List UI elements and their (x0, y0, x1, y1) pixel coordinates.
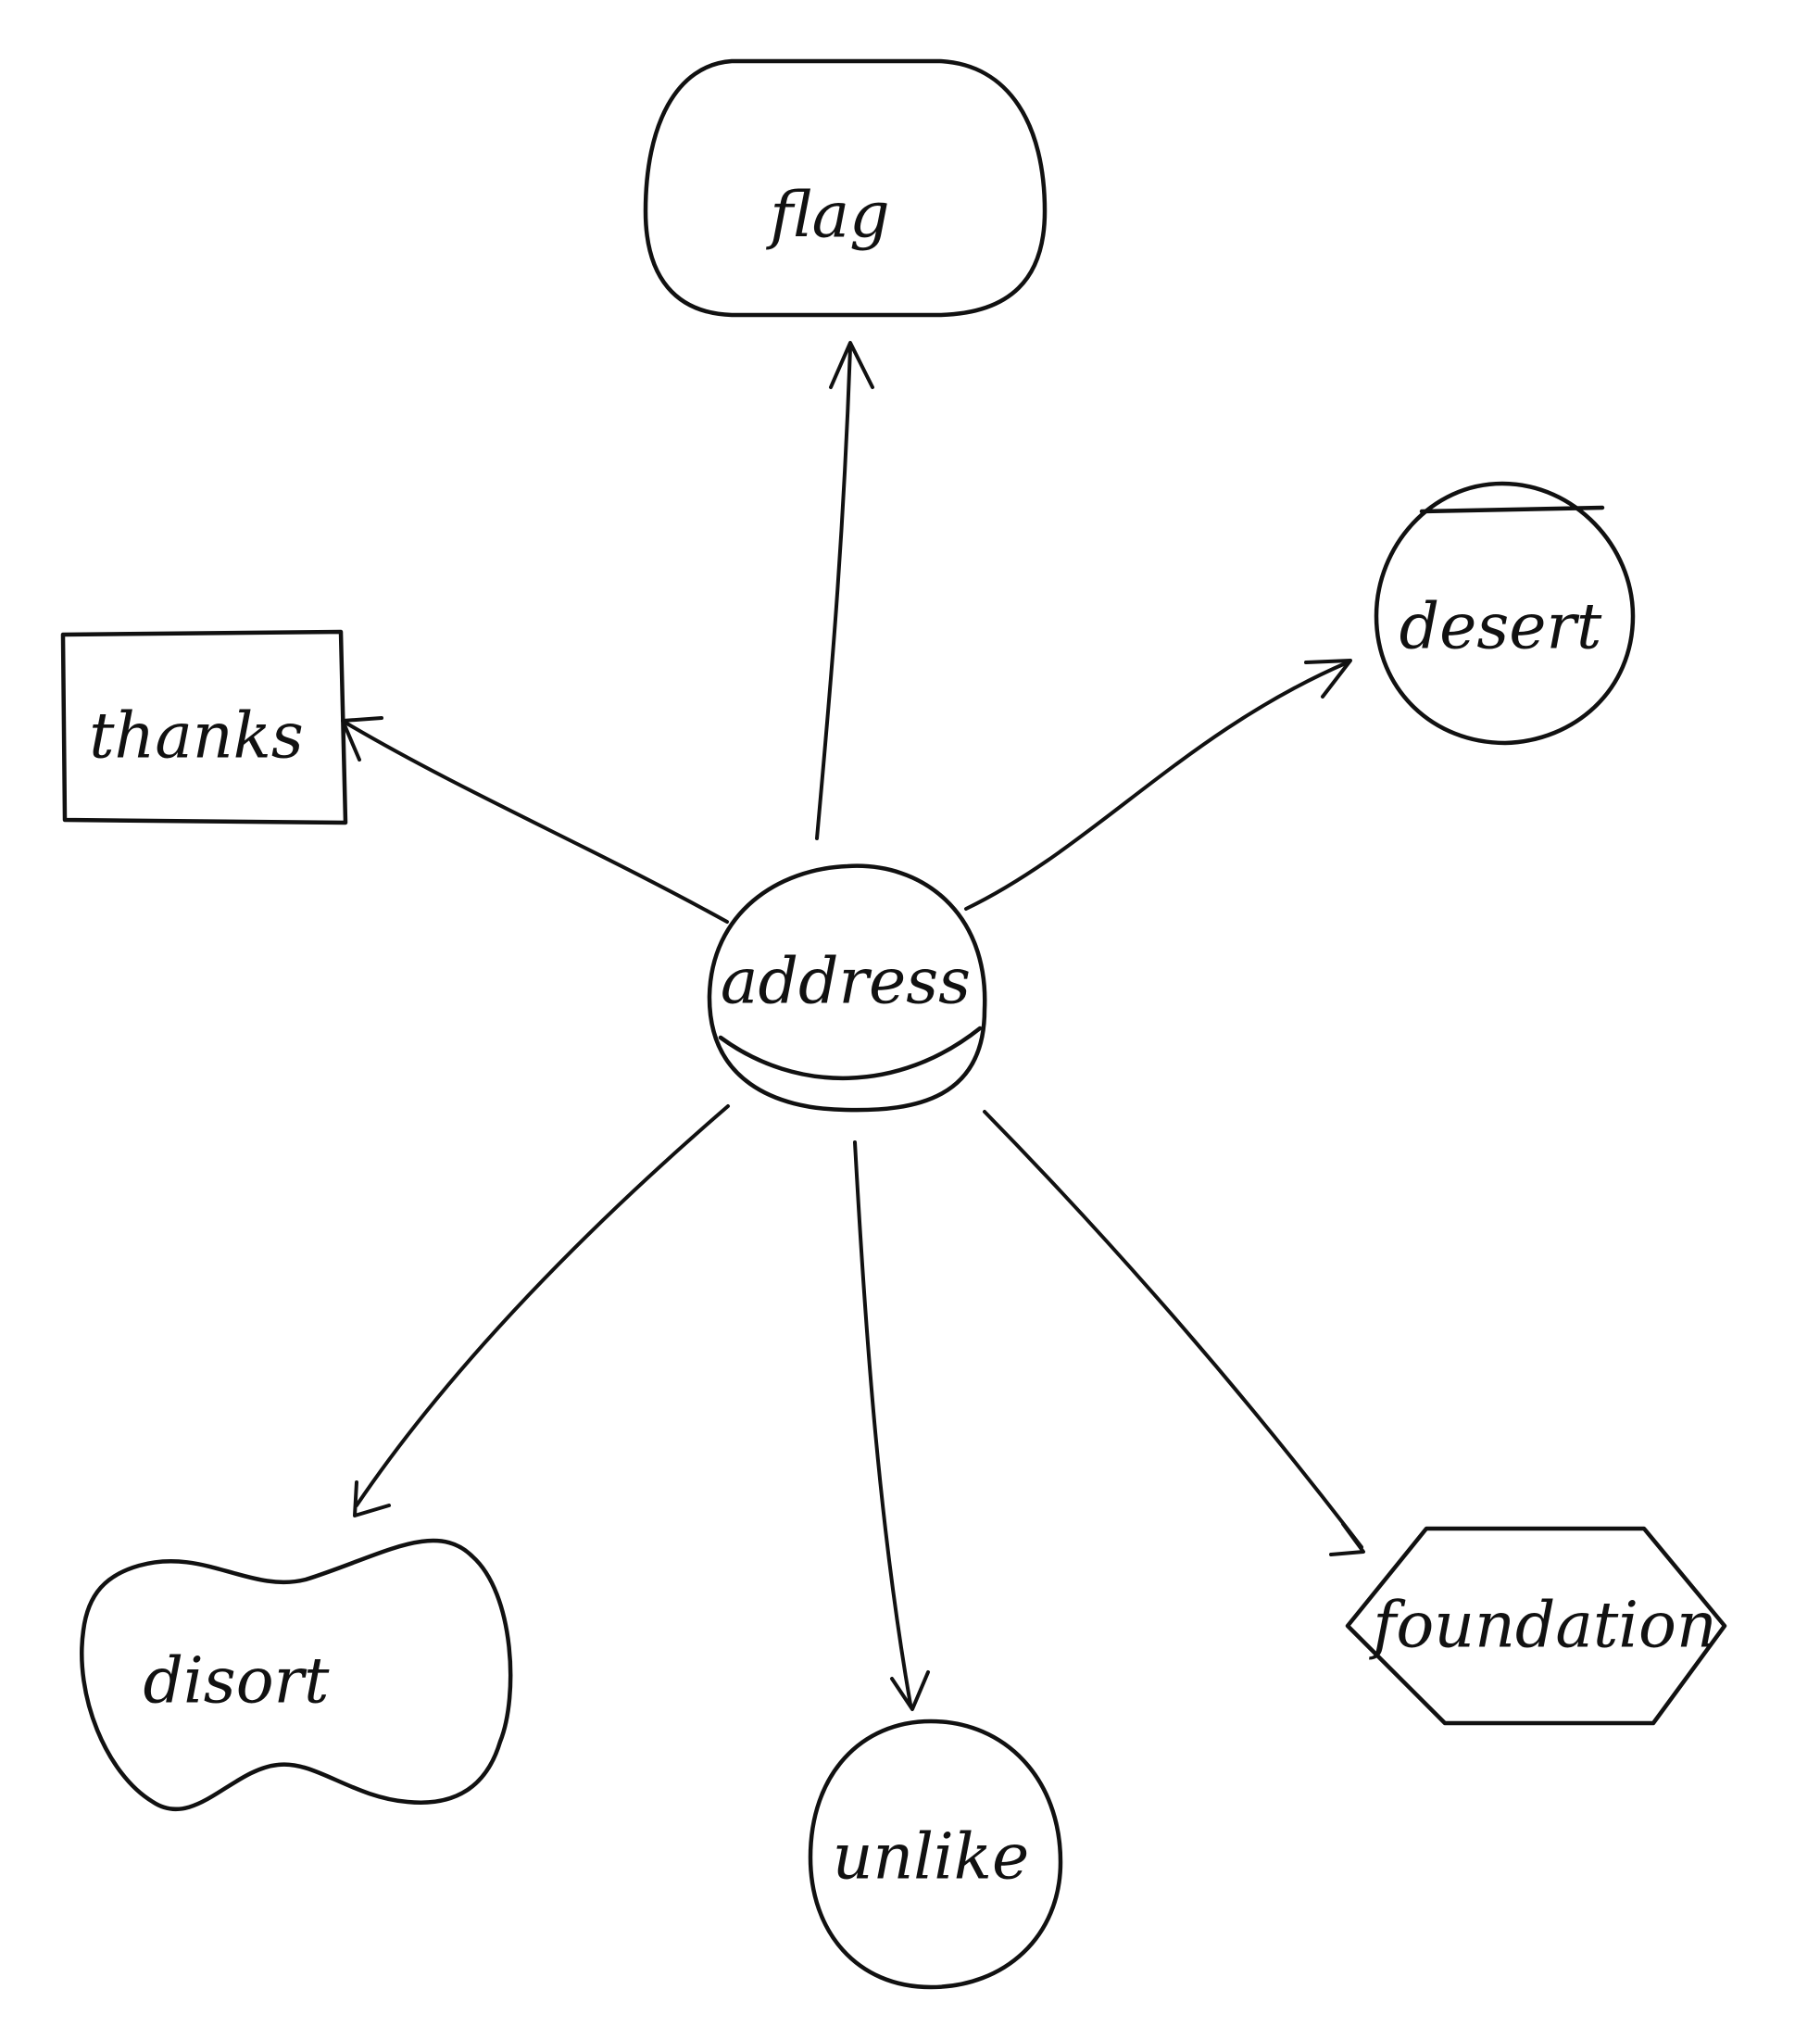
node-label-unlike: unlike (833, 1821, 1030, 1895)
node-flag: flag (643, 58, 1048, 318)
edges (341, 341, 1365, 1711)
address-circle (707, 863, 987, 1113)
thanks-rectangle (60, 629, 348, 825)
edge-address-unlike (853, 1140, 930, 1711)
edge-address-desert (964, 659, 1352, 911)
edge-address-thanks (341, 716, 729, 924)
node-thanks: thanks (60, 629, 348, 825)
unlike-circle (808, 1719, 1063, 1990)
node-desert: desert (1374, 481, 1636, 746)
disort-blob (80, 1538, 513, 1811)
node-label-disort: disort (144, 1645, 331, 1719)
node-label-thanks: thanks (89, 700, 304, 774)
edge-address-disort (353, 1104, 730, 1517)
address-underline (718, 1026, 983, 1081)
edge-address-flag (815, 341, 874, 840)
edge-address-foundation (983, 1110, 1365, 1556)
node-foundation: foundation (1345, 1526, 1727, 1726)
node-label-foundation: foundation (1368, 1590, 1717, 1663)
node-unlike: unlike (808, 1719, 1063, 1990)
node-disort: disort (80, 1538, 513, 1811)
node-label-flag: flag (765, 180, 889, 253)
node-address: address (707, 863, 987, 1113)
desert-circle (1374, 481, 1636, 746)
node-label-desert: desert (1400, 591, 1602, 664)
foundation-hexagon (1345, 1526, 1727, 1726)
desert-topline (1419, 505, 1605, 514)
flag-rounded-rectangle (643, 58, 1048, 318)
node-label-address: address (721, 946, 971, 1019)
